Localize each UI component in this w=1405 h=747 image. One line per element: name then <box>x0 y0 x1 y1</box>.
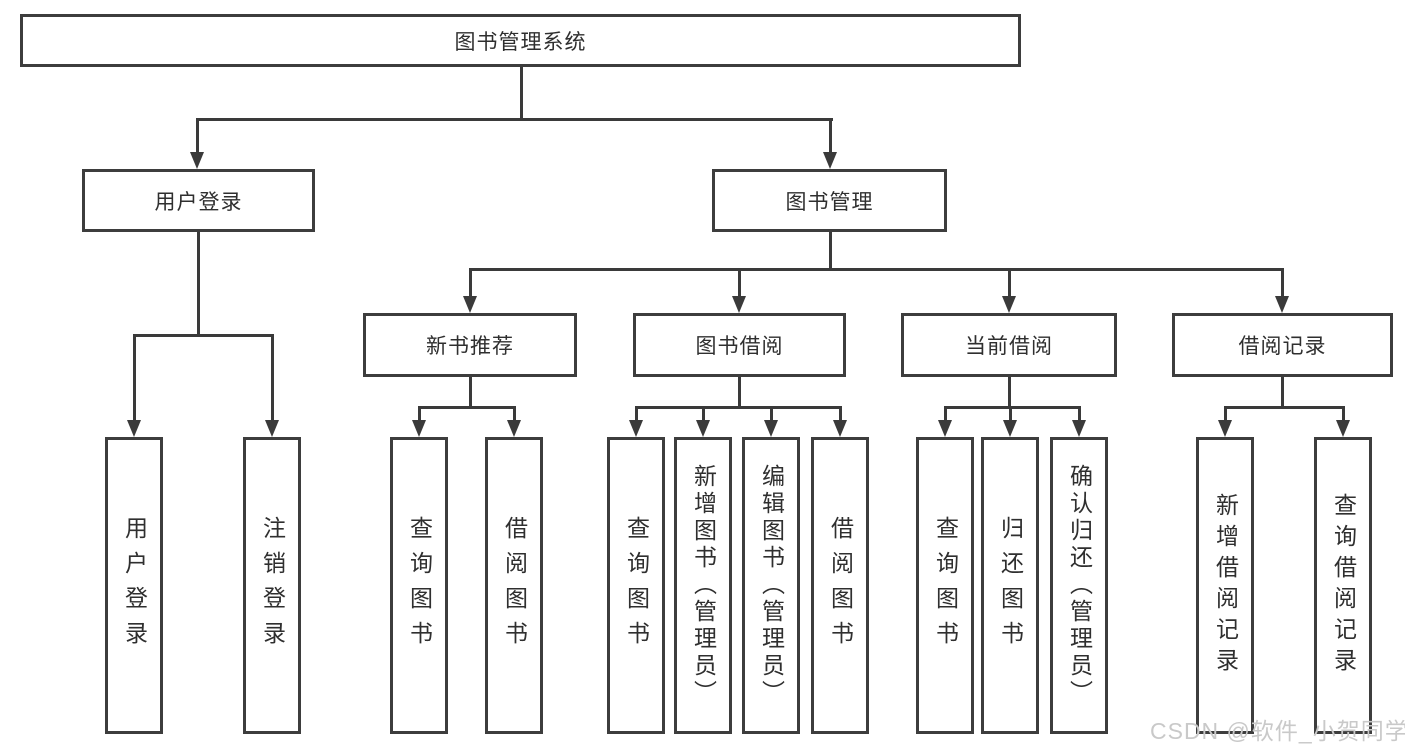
edge-drop-leaf <box>770 408 773 420</box>
leaf-add-borrow-record-label: 新增借阅记录 <box>1212 492 1239 679</box>
leaf-add-borrow-record: 新增借阅记录 <box>1196 437 1254 734</box>
leaf-query-books-borrowing: 查询图书 <box>607 437 665 734</box>
arrowhead-down-icon <box>764 420 778 437</box>
arrowhead-down-icon <box>1275 296 1289 313</box>
edge-drop-leaf <box>418 408 421 420</box>
edge-drop-leaf-user-login <box>133 336 136 420</box>
arrowhead-down-icon <box>732 296 746 313</box>
edge-user-login-stem <box>197 232 200 336</box>
leaf-query-borrow-record: 查询借阅记录 <box>1314 437 1372 734</box>
node-current-borrowing-label: 当前借阅 <box>965 335 1053 358</box>
edge-drop-borrowing-records <box>1281 270 1284 296</box>
edge-current-bus <box>944 406 1081 409</box>
edge-user-login-bus <box>133 334 274 337</box>
node-system: 图书管理系统 <box>20 14 1021 67</box>
edge-drop-book-borrowing <box>738 270 741 296</box>
arrowhead-down-icon <box>1072 420 1086 437</box>
node-book-management: 图书管理 <box>712 169 947 232</box>
edge-book-management-stem <box>829 232 832 270</box>
leaf-return-books-label: 归还图书 <box>997 515 1024 656</box>
edge-borrowing-stem <box>738 377 741 408</box>
leaf-logout-login-label: 注销登录 <box>259 515 286 656</box>
edge-drop-leaf-logout <box>271 336 274 420</box>
edge-drop-leaf <box>1342 408 1345 420</box>
leaf-add-books-admin-label: 新增图书（管理员） <box>690 464 717 707</box>
node-current-borrowing: 当前借阅 <box>901 313 1117 377</box>
arrowhead-down-icon <box>507 420 521 437</box>
arrowhead-down-icon <box>833 420 847 437</box>
node-user-login: 用户登录 <box>82 169 315 232</box>
leaf-query-books-recommend: 查询图书 <box>390 437 448 734</box>
leaf-confirm-return-admin-label: 确认归还（管理员） <box>1066 464 1093 707</box>
leaf-confirm-return-admin: 确认归还（管理员） <box>1050 437 1108 734</box>
edge-drop-leaf <box>1009 408 1012 420</box>
edge-drop-leaf <box>1078 408 1081 420</box>
edge-drop-new-book-recommend <box>469 270 472 296</box>
node-new-book-recommend-label: 新书推荐 <box>426 335 514 358</box>
leaf-logout-login: 注销登录 <box>243 437 301 734</box>
edge-borrowing-bus <box>635 406 842 409</box>
edge-system-bus <box>196 118 833 121</box>
edge-drop-leaf <box>944 408 947 420</box>
arrowhead-down-icon <box>1336 420 1350 437</box>
leaf-query-books-recommend-label: 查询图书 <box>406 515 433 656</box>
leaf-borrow-books-recommend-label: 借阅图书 <box>501 515 528 656</box>
node-user-login-label: 用户登录 <box>154 190 243 214</box>
arrowhead-down-icon <box>1218 420 1232 437</box>
edge-drop-leaf <box>1224 408 1227 420</box>
arrowhead-down-icon <box>1003 420 1017 437</box>
node-new-book-recommend: 新书推荐 <box>363 313 577 377</box>
arrowhead-down-icon <box>412 420 426 437</box>
arrowhead-down-icon <box>127 420 141 437</box>
arrowhead-down-icon <box>629 420 643 437</box>
leaf-query-books-current-label: 查询图书 <box>932 515 959 656</box>
edge-drop-current-borrowing <box>1008 270 1011 296</box>
node-borrowing-records-label: 借阅记录 <box>1238 335 1327 358</box>
edge-current-stem <box>1008 377 1011 408</box>
edge-system-stem <box>520 67 523 120</box>
edge-drop-leaf <box>635 408 638 420</box>
edge-book-management-bus <box>469 268 1284 271</box>
node-book-management-label: 图书管理 <box>785 190 874 214</box>
arrowhead-down-icon <box>823 152 837 169</box>
node-system-label: 图书管理系统 <box>454 30 587 54</box>
leaf-borrow-books-recommend: 借阅图书 <box>485 437 543 734</box>
leaf-query-books-current: 查询图书 <box>916 437 974 734</box>
node-book-borrowing-label: 图书借阅 <box>695 335 784 358</box>
edge-recommend-bus <box>418 406 516 409</box>
leaf-edit-books-admin-label: 编辑图书（管理员） <box>758 464 785 707</box>
leaf-user-login-label: 用户登录 <box>121 515 148 656</box>
edge-recommend-stem <box>469 377 472 408</box>
edge-records-bus <box>1224 406 1345 409</box>
arrowhead-down-icon <box>265 420 279 437</box>
edge-records-stem <box>1281 377 1284 408</box>
arrowhead-down-icon <box>938 420 952 437</box>
leaf-return-books: 归还图书 <box>981 437 1039 734</box>
node-borrowing-records: 借阅记录 <box>1172 313 1393 377</box>
arrowhead-down-icon <box>696 420 710 437</box>
edge-drop-user-login <box>196 120 199 152</box>
node-book-borrowing: 图书借阅 <box>633 313 846 377</box>
arrowhead-down-icon <box>190 152 204 169</box>
edge-drop-book-management <box>829 120 832 152</box>
leaf-add-books-admin: 新增图书（管理员） <box>674 437 732 734</box>
leaf-user-login: 用户登录 <box>105 437 163 734</box>
watermark: CSDN @软件_小贺同学 <box>1150 718 1405 744</box>
leaf-query-books-borrowing-label: 查询图书 <box>623 515 650 656</box>
leaf-borrow-books-borrowing-label: 借阅图书 <box>827 515 854 656</box>
leaf-query-borrow-record-label: 查询借阅记录 <box>1330 492 1357 679</box>
edge-drop-leaf <box>513 408 516 420</box>
leaf-edit-books-admin: 编辑图书（管理员） <box>742 437 800 734</box>
edge-drop-leaf <box>839 408 842 420</box>
arrowhead-down-icon <box>1002 296 1016 313</box>
leaf-borrow-books-borrowing: 借阅图书 <box>811 437 869 734</box>
arrowhead-down-icon <box>463 296 477 313</box>
edge-drop-leaf <box>702 408 705 420</box>
